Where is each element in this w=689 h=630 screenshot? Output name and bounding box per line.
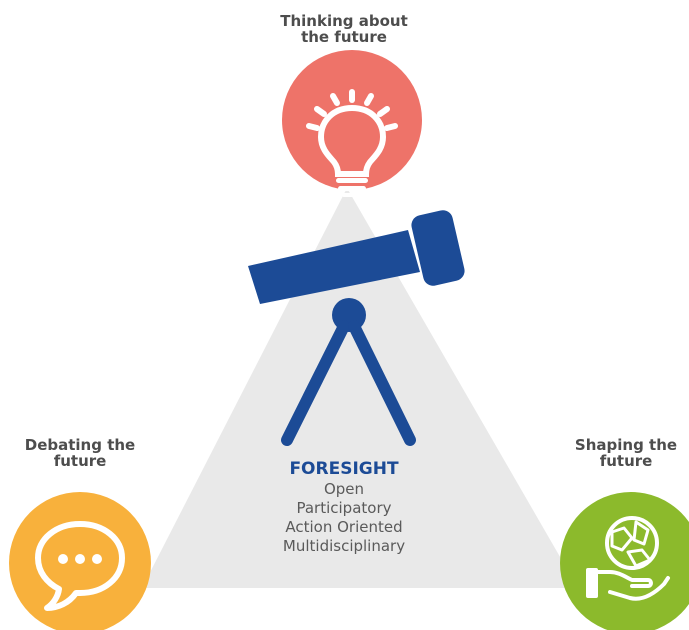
debating-label-line-1: Debating the xyxy=(24,436,136,454)
thinking-label-line-1: Thinking about xyxy=(280,12,408,30)
triangle-background xyxy=(142,188,578,588)
telescope-icon xyxy=(248,210,465,446)
lightbulb-icon xyxy=(306,89,398,197)
thinking-label: Thinking about the future xyxy=(264,13,424,45)
foresight-item-action-oriented: Action Oriented xyxy=(285,518,403,536)
foresight-item-participatory: Participatory xyxy=(296,499,392,517)
debating-label: Debating the future xyxy=(6,437,154,469)
hand-holding-globe-icon xyxy=(586,516,670,601)
shaping-label-line-2: future xyxy=(599,452,653,470)
shaping-node xyxy=(560,492,689,630)
shaping-label: Shaping the future xyxy=(556,437,689,469)
shaping-label-line-1: Shaping the xyxy=(574,436,678,454)
foresight-block: FORESIGHT Open Participatory Action Orie… xyxy=(244,458,444,556)
top-circle xyxy=(282,50,422,190)
thinking-node xyxy=(282,50,422,197)
debating-label-line-2: future xyxy=(53,452,107,470)
speech-bubble-icon xyxy=(35,521,125,611)
foresight-item-open: Open xyxy=(323,480,365,498)
foresight-item-multidisciplinary: Multidisciplinary xyxy=(282,537,406,555)
foresight-title: FORESIGHT xyxy=(289,459,399,479)
thinking-label-line-2: the future xyxy=(301,28,387,46)
debating-node xyxy=(9,492,151,630)
right-circle xyxy=(560,492,689,630)
